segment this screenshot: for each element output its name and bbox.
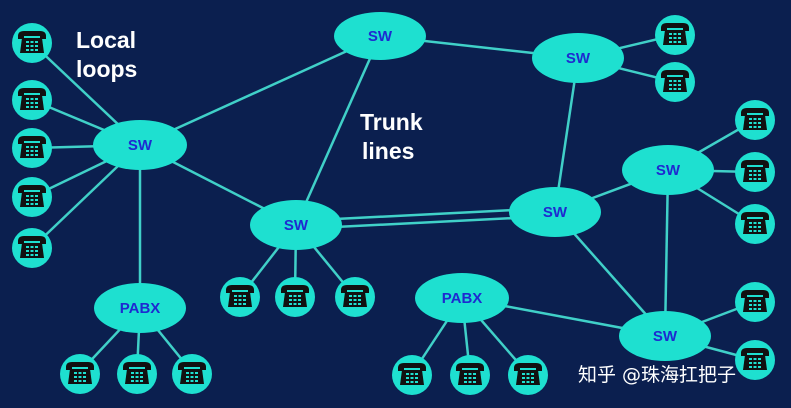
trunk-lines-caption-line2: lines xyxy=(362,138,414,164)
switch-node-top: SW xyxy=(334,12,426,60)
telephone-icon xyxy=(392,355,432,395)
telephone-icon xyxy=(735,152,775,192)
switch-node-center-right: SW xyxy=(509,187,601,237)
telephone-icon xyxy=(450,355,490,395)
telephone-icon xyxy=(655,62,695,102)
telephone-icon xyxy=(12,128,52,168)
trunk-lines-caption-line1: Trunk xyxy=(360,109,423,135)
switch-node-top-right: SW xyxy=(532,33,624,83)
telephone-icon xyxy=(12,228,52,268)
switch-node-right: SW xyxy=(622,145,714,195)
local-loops-caption-line1: Local xyxy=(76,27,136,53)
svg-text:SW: SW xyxy=(566,50,591,67)
telephone-icon xyxy=(12,23,52,63)
telephone-icon xyxy=(12,177,52,217)
telephone-icon xyxy=(735,282,775,322)
pabx-node-left: PABX xyxy=(94,283,186,333)
telephone-icon xyxy=(735,340,775,380)
telephone-icon xyxy=(117,354,157,394)
switch-node-middle: SW xyxy=(250,200,342,250)
svg-text:SW: SW xyxy=(653,328,678,345)
svg-text:PABX: PABX xyxy=(120,300,161,317)
pabx-node-bottom: PABX xyxy=(415,273,509,323)
svg-text:PABX: PABX xyxy=(442,290,483,307)
telephone-icon xyxy=(60,354,100,394)
svg-text:SW: SW xyxy=(543,204,568,221)
watermark-text: 知乎 @珠海扛把子 xyxy=(578,364,736,386)
telephone-icon xyxy=(220,277,260,317)
svg-text:SW: SW xyxy=(284,217,309,234)
telephone-icon xyxy=(655,15,695,55)
telephone-icon xyxy=(735,204,775,244)
svg-text:SW: SW xyxy=(656,162,681,179)
svg-text:SW: SW xyxy=(368,28,393,45)
telephone-icon xyxy=(335,277,375,317)
local-loops-caption-line2: loops xyxy=(76,56,137,82)
telephone-icon xyxy=(172,354,212,394)
switch-node-left: SW xyxy=(93,120,187,170)
telephone-icon xyxy=(508,355,548,395)
switch-node-bottom-right: SW xyxy=(619,311,711,361)
telephone-icon xyxy=(12,80,52,120)
telephone-icon xyxy=(275,277,315,317)
telephone-icon xyxy=(735,100,775,140)
svg-text:SW: SW xyxy=(128,137,153,154)
